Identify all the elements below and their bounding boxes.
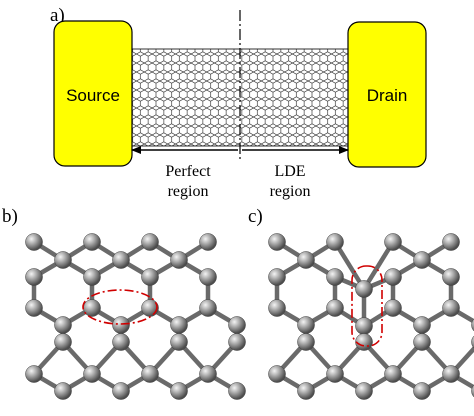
carbon-atom [141,233,159,251]
carbon-atom [384,365,402,383]
carbon-atom [471,335,474,349]
carbon-atom [112,251,130,269]
carbon-atom [297,333,315,351]
carbon-atom [228,382,246,400]
carbon-atom [170,333,188,351]
bond [361,239,396,292]
carbon-atom [170,382,188,400]
defect-highlight-b [82,289,158,325]
carbon-atom [355,280,373,298]
drain-pad [347,21,427,168]
carbon-atom [228,316,246,334]
carbon-atom [384,268,402,286]
carbon-atom [268,365,286,383]
carbon-atom [25,233,43,251]
carbon-atom [25,365,43,383]
carbon-atom [83,233,101,251]
carbon-atom [442,365,460,383]
perfect-region-label-line2: region [168,183,209,200]
bond [332,239,367,292]
defect-highlight-c [351,265,383,347]
carbon-atom [442,233,460,251]
carbon-atom [141,268,159,286]
panel-label-b: b) [2,206,18,227]
drain-electrode: Drain [347,21,427,168]
carbon-atom [54,382,72,400]
carbon-atom [471,384,474,398]
carbon-atom [141,365,159,383]
carbon-atom [471,318,474,332]
source-electrode: Source [53,20,133,167]
carbon-atom [199,299,217,317]
carbon-atom [297,251,315,269]
source-label: Source [66,86,120,105]
carbon-atom [326,268,344,286]
carbon-atom [326,299,344,317]
carbon-atom [268,268,286,286]
carbon-atom [54,251,72,269]
carbon-atom [442,299,460,317]
carbon-atom [112,382,130,400]
panel-label-c: c) [248,206,263,227]
carbon-atom [268,299,286,317]
carbon-atom [199,233,217,251]
carbon-atom [297,316,315,334]
perfect-region-label-line1: Perfect [165,163,211,180]
carbon-atom [355,382,373,400]
carbon-atom [413,316,431,334]
carbon-atom [228,333,246,351]
carbon-atom [25,268,43,286]
carbon-atom [355,317,373,335]
carbon-atom [297,382,315,400]
carbon-atom [170,316,188,334]
drain-label: Drain [367,86,408,105]
carbon-atom [413,333,431,351]
carbon-atom [326,233,344,251]
carbon-atom [54,316,72,334]
carbon-atom [83,299,101,317]
carbon-atom [384,233,402,251]
lattice-perfect [25,233,246,400]
lde-region-label-line2: region [270,183,311,200]
carbon-atom [112,316,130,334]
carbon-atom [54,333,72,351]
carbon-atom [83,365,101,383]
source-pad [53,20,133,167]
carbon-atom [112,333,130,351]
carbon-atom [268,233,286,251]
carbon-atom [170,251,188,269]
carbon-atom [442,268,460,286]
carbon-atom [355,333,373,351]
carbon-atom [326,365,344,383]
lde-region-label-line1: LDE [274,163,305,180]
carbon-atom [384,299,402,317]
panel-label-a: a) [50,5,65,26]
carbon-atom [83,268,101,286]
carbon-atom [25,299,43,317]
carbon-atom [199,365,217,383]
carbon-atom [413,251,431,269]
carbon-atom [199,268,217,286]
carbon-atom [413,382,431,400]
lattice-defect [268,233,474,400]
